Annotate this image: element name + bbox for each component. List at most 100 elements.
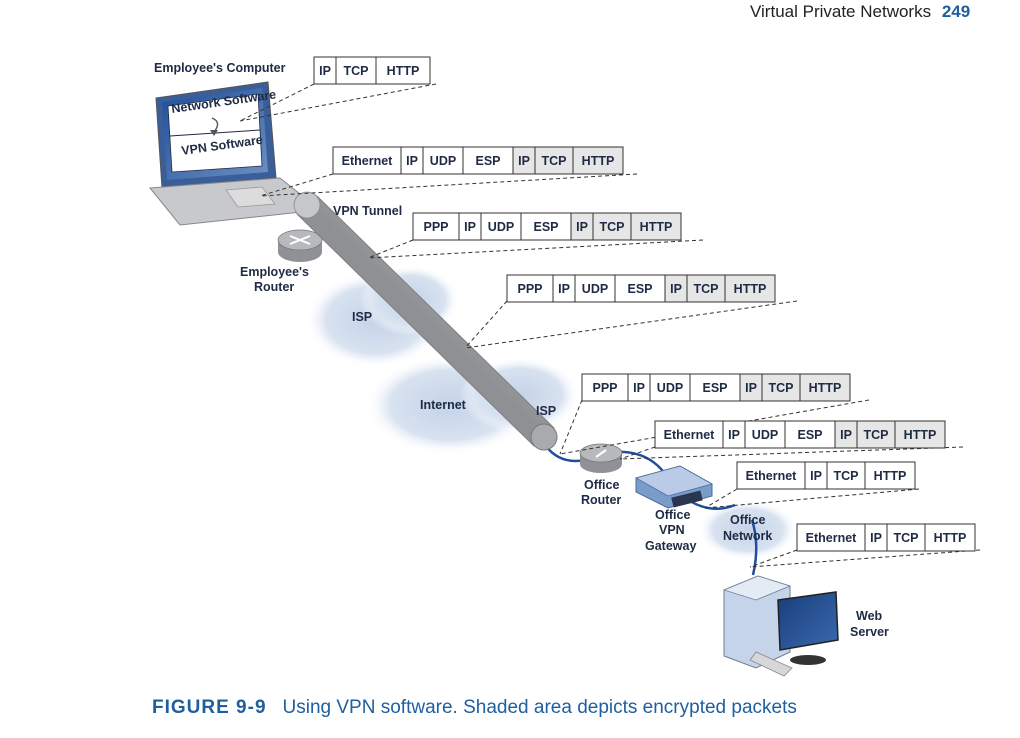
- header-label: PPP: [517, 282, 542, 296]
- header-label: IP: [670, 282, 682, 296]
- header-label: TCP: [769, 381, 794, 395]
- encrypted-header-cell: [724, 274, 776, 303]
- header-label: UDP: [488, 220, 514, 234]
- header-label: ESP: [702, 381, 727, 395]
- vpn-tunnel-label: VPN Tunnel: [333, 204, 402, 218]
- header-label: UDP: [430, 154, 456, 168]
- encrypted-header-cell: [894, 420, 946, 449]
- employee-router-label-2: Router: [254, 280, 294, 294]
- header-cell: [924, 523, 976, 552]
- header-label: UDP: [657, 381, 683, 395]
- gateway-label-3: Gateway: [645, 539, 696, 553]
- running-head: Virtual Private Networks 249: [750, 2, 970, 22]
- cable-office-network-server: [750, 519, 758, 576]
- header-label: HTTP: [640, 220, 673, 234]
- header-cell: [412, 212, 460, 241]
- header-label: IP: [464, 220, 476, 234]
- header-cell: [736, 461, 806, 490]
- header-label: Ethernet: [664, 428, 716, 442]
- web-server-label-2: Server: [850, 625, 889, 639]
- caption-text: Using VPN software. Shaded area depicts …: [282, 697, 797, 718]
- header-cell: [335, 56, 377, 85]
- employee-computer-label: Employee's Computer: [154, 61, 286, 75]
- header-label: IP: [728, 428, 740, 442]
- header-label: IP: [840, 428, 852, 442]
- figure-caption: FIGURE 9-9 Using VPN software. Shaded are…: [152, 697, 797, 719]
- header-cell: [826, 461, 866, 490]
- header-label: TCP: [894, 531, 919, 545]
- header-label: PPP: [592, 381, 617, 395]
- header-label: TCP: [344, 64, 369, 78]
- employee-router-label-1: Employee's: [240, 265, 309, 279]
- header-label: IP: [558, 282, 570, 296]
- header-cell: [649, 373, 691, 402]
- header-cell: [332, 146, 402, 175]
- header-label: IP: [518, 154, 530, 168]
- header-label: ESP: [475, 154, 500, 168]
- header-cell: [520, 212, 572, 241]
- web-server-label-1: Web: [856, 609, 883, 623]
- office-network-cloud: [698, 500, 798, 560]
- vpn-gateway-icon: [634, 465, 714, 509]
- header-label: HTTP: [904, 428, 937, 442]
- header-label: TCP: [694, 282, 719, 296]
- header-label: ESP: [533, 220, 558, 234]
- encrypted-header-cell: [761, 373, 801, 402]
- header-cell: [864, 461, 916, 490]
- page-number: 249: [941, 2, 971, 21]
- laptop-icon: [149, 81, 322, 226]
- office-router-icon: [579, 443, 623, 473]
- header-label: HTTP: [387, 64, 420, 78]
- header-cell: [462, 146, 514, 175]
- header-label: HTTP: [934, 531, 967, 545]
- header-cell: [574, 274, 616, 303]
- encrypted-header-cell: [592, 212, 632, 241]
- leader-lines: [239, 83, 981, 568]
- internet-label: Internet: [420, 398, 467, 412]
- header-cell: [784, 420, 836, 449]
- encrypted-header-cell: [799, 373, 851, 402]
- header-label: Ethernet: [746, 469, 798, 483]
- header-cell: [654, 420, 724, 449]
- office-network-label-2: Network: [723, 529, 772, 543]
- header-label: PPP: [423, 220, 448, 234]
- packet-p3: PPP IP UDP ESP IP TCP HTTP: [412, 212, 682, 241]
- header-label: IP: [870, 531, 882, 545]
- header-cell: [422, 146, 464, 175]
- employee-router-icon: [277, 229, 323, 262]
- gateway-label-1: Office: [655, 508, 690, 522]
- header-cell: [796, 523, 866, 552]
- header-label: TCP: [600, 220, 625, 234]
- office-router-label-2: Router: [581, 493, 621, 507]
- header-label: UDP: [582, 282, 608, 296]
- header-label: TCP: [864, 428, 889, 442]
- header-label: IP: [745, 381, 757, 395]
- header-label: TCP: [542, 154, 567, 168]
- header-label: ESP: [797, 428, 822, 442]
- header-label: TCP: [834, 469, 859, 483]
- header-label: HTTP: [582, 154, 615, 168]
- header-label: ESP: [627, 282, 652, 296]
- isp-label-1: ISP: [352, 310, 372, 324]
- packet-p8: Ethernet IP TCP HTTP: [796, 523, 976, 552]
- header-label: Ethernet: [342, 154, 394, 168]
- office-router-label-1: Office: [584, 478, 619, 492]
- header-label: IP: [810, 469, 822, 483]
- gateway-label-2: VPN: [659, 523, 685, 537]
- header-label: Ethernet: [806, 531, 858, 545]
- vpn-tunnel-pipe: [293, 191, 558, 451]
- header-cell: [480, 212, 522, 241]
- isp-label-2: ISP: [536, 404, 556, 418]
- chapter-title: Virtual Private Networks: [750, 2, 932, 21]
- figure-number: FIGURE 9-9: [152, 697, 267, 718]
- header-cell: [886, 523, 926, 552]
- office-network-label-1: Office: [730, 513, 765, 527]
- header-label: IP: [576, 220, 588, 234]
